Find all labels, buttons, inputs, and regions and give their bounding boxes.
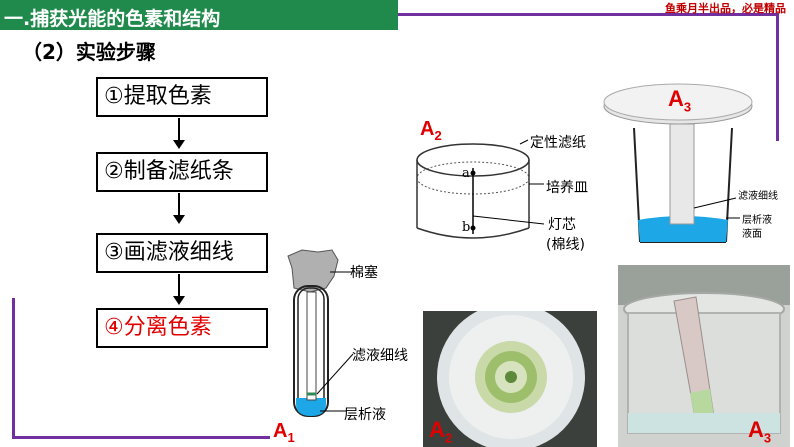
label-a2-diagram: A2 (420, 118, 442, 143)
frame-bottom-line (12, 436, 270, 439)
filter-line-label: 滤液细线 (352, 348, 408, 364)
arrow-down-icon (173, 193, 185, 224)
point-a-label: a (462, 166, 470, 181)
line-leader-line (316, 353, 354, 395)
page-title: 一.捕获光能的色素和结构 (4, 8, 221, 30)
arrow-down-icon (173, 118, 185, 149)
beaker-line-label: 滤液细线 (738, 191, 778, 202)
section-title: （2）实验步骤 (22, 40, 156, 64)
beaker-surface-label: 液面 (742, 229, 762, 240)
frame-right-line (776, 13, 779, 141)
step-3-box: ③画滤液细线 (96, 233, 268, 273)
cotton-label: 棉塞 (350, 265, 378, 281)
label-a2-photo: A2 (429, 417, 453, 446)
solvent-label: 层析液 (344, 407, 386, 423)
label-a1: A1 (273, 420, 295, 445)
cotton-leader-line (330, 271, 352, 273)
label-a3-diagram: A3 (668, 86, 692, 115)
wick-sub-label: (棉线) (546, 237, 585, 253)
header-bar: 一.捕获光能的色素和结构 (0, 0, 398, 30)
point-b-label: b (462, 220, 471, 235)
step-4-box: ④分离色素 (96, 308, 268, 348)
label-a3-photo: A3 (748, 417, 772, 446)
brand-text: 鱼乘月半出品，必是精品 (665, 2, 786, 15)
beaker-diagram (603, 83, 753, 243)
solvent-leader-line (320, 410, 346, 412)
frame-left-line (12, 298, 15, 438)
step-2-box: ②制备滤纸条 (96, 152, 268, 192)
petri-dish-photo: A2 (423, 311, 597, 447)
beaker-photo: A3 (618, 265, 790, 447)
wick-label: 灯芯 (548, 217, 576, 233)
step-1-box: ①提取色素 (96, 77, 268, 117)
dish-label: 培养皿 (546, 180, 588, 196)
test-tube-diagram (287, 249, 339, 417)
petri-dish-diagram (416, 139, 545, 239)
filter-paper-label: 定性滤纸 (530, 135, 586, 151)
arrow-down-icon (173, 274, 185, 305)
frame-top-line (398, 13, 778, 16)
beaker-liquid-label: 层析液 (742, 215, 772, 226)
